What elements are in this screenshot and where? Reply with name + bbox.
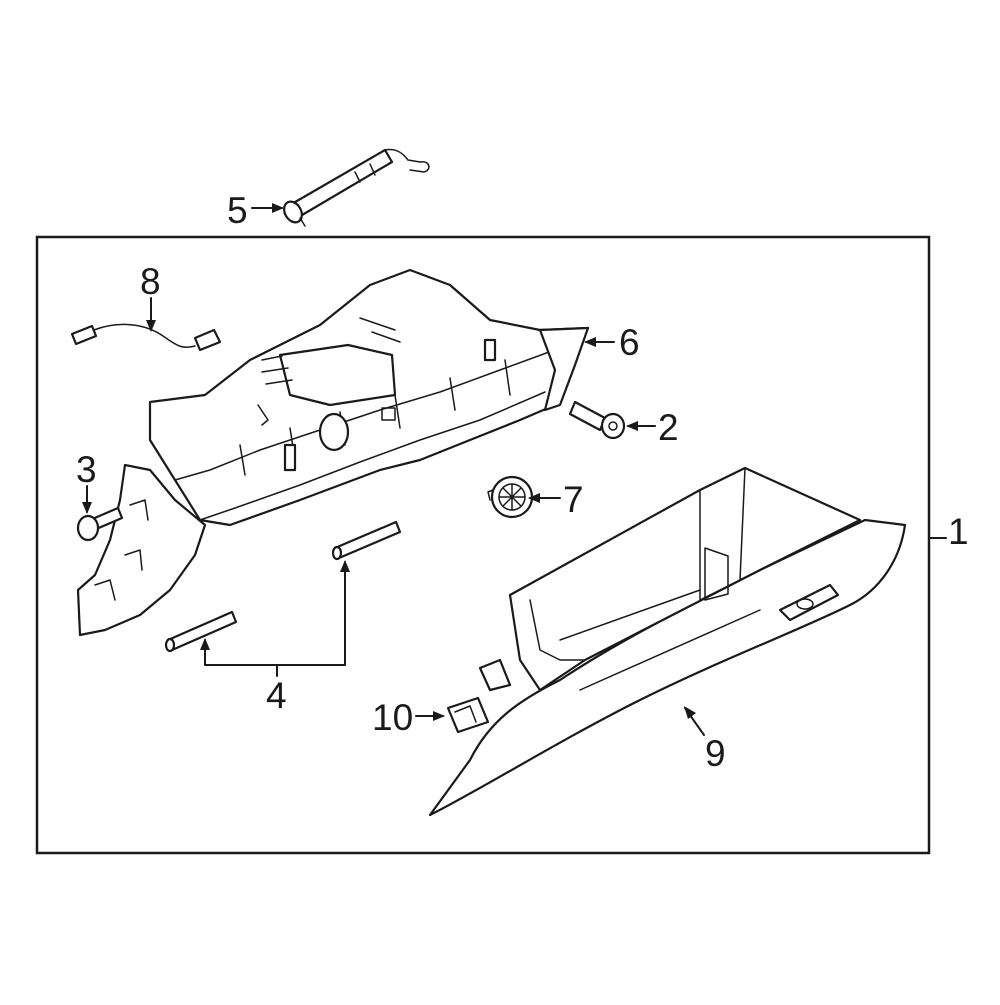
arrow-2 <box>626 421 638 431</box>
arrow-7 <box>528 493 540 503</box>
callout-5: 5 <box>227 190 248 231</box>
part-9-glove-box-door <box>428 466 907 817</box>
part-10-clip <box>446 696 490 734</box>
arrow-6 <box>584 337 596 347</box>
callout-6: 6 <box>619 322 640 363</box>
leader-4 <box>204 561 346 677</box>
arrow-4a <box>200 638 210 650</box>
arrow-9 <box>684 706 696 719</box>
callout-8: 8 <box>140 261 161 302</box>
part-5-damper <box>283 148 430 227</box>
callout-9: 9 <box>705 733 726 774</box>
callout-labels: 1 2 3 4 5 6 7 8 9 10 <box>76 190 969 774</box>
part-7-grommet <box>487 475 534 519</box>
arrow-4b <box>340 560 350 572</box>
arrow-8 <box>146 320 156 332</box>
callout-2: 2 <box>658 407 679 448</box>
part-8-wire-harness <box>70 323 222 352</box>
callout-4: 4 <box>266 675 287 716</box>
part-6-housing <box>76 268 590 637</box>
callout-7: 7 <box>563 479 584 520</box>
part-3-pin <box>76 506 124 542</box>
leader-lines <box>82 203 947 736</box>
arrow-5 <box>272 203 284 213</box>
callout-3: 3 <box>76 449 97 490</box>
part-2-screw <box>568 400 626 440</box>
arrow-3 <box>82 502 92 514</box>
callout-10: 10 <box>372 697 413 738</box>
assembly-frame <box>35 235 931 855</box>
arrow-10 <box>433 711 445 721</box>
callout-1: 1 <box>948 511 969 552</box>
part-4-hinge-pins <box>164 520 402 653</box>
